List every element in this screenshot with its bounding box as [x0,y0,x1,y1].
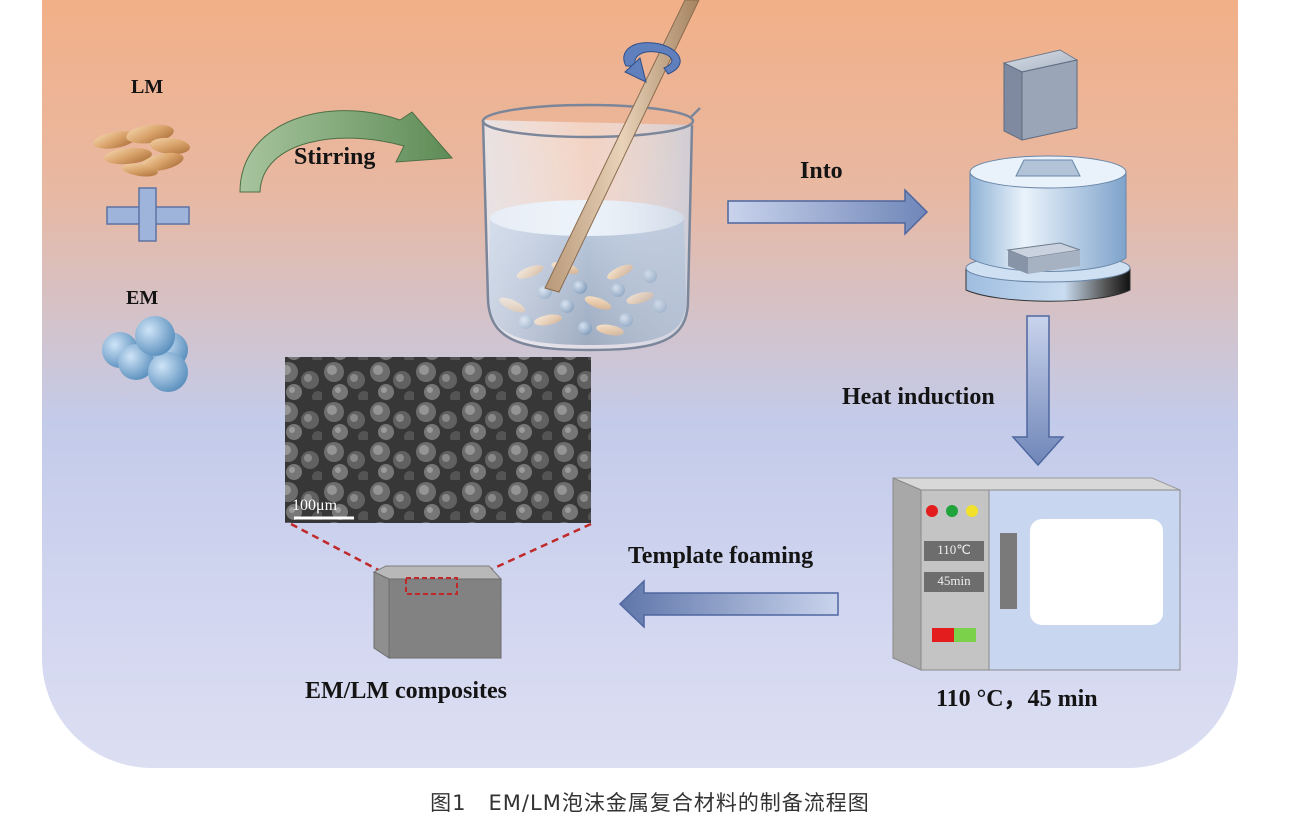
arrow-into [727,188,929,236]
composites-label: EM/LM composites [305,678,507,704]
conditions-label: 110 °C，45 min [936,686,1098,712]
em-spheres-icon [102,316,188,392]
oven-temp-display: 110℃ [937,542,971,557]
arrow-heat-induction [1011,315,1065,467]
lm-flakes-icon [93,124,190,177]
composite-block-icon [372,565,503,659]
into-label: Into [800,158,843,184]
stirring-label: Stirring [294,144,376,170]
plus-icon [106,187,190,242]
beaker-icon [481,0,701,352]
oven-icon [892,477,1181,671]
sem-image [285,357,591,523]
figure-caption: 图1 EM/LM泡沫金属复合材料的制备流程图 [430,791,870,815]
sem-scale-label: 100μm [292,497,338,514]
lm-label: LM [131,76,164,98]
mold-press-icon [965,49,1131,302]
template-foaming-label: Template foaming [628,543,814,569]
em-label: EM [126,287,159,309]
heat-induction-label: Heat induction [842,384,995,410]
arrow-template-foaming [618,579,839,629]
oven-time-display: 45min [937,573,971,588]
stirring-arrow-icon [239,110,454,193]
